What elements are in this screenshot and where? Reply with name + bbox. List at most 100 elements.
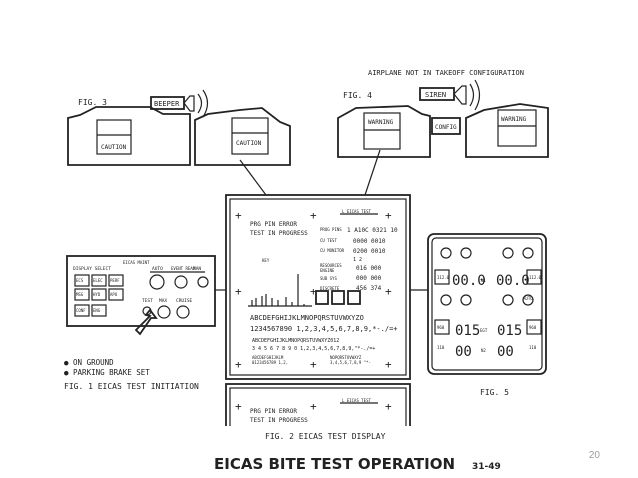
test-in-progress: TEST IN PROGRESS [250,230,308,237]
man-knob[interactable] [197,276,209,288]
n1-right-readout: 00.0 [496,273,530,289]
svg-text:TEST IN PROGRESS: TEST IN PROGRESS [250,417,308,424]
event-record-label: EVENT READ [171,266,196,271]
svg-text:HYD: HYD [93,292,101,297]
egt-right-readout: 015 [497,323,522,339]
svg-text:CU MONITOR: CU MONITOR [320,248,345,253]
auto-knob[interactable] [149,274,165,290]
eng-button[interactable] [74,274,90,287]
svg-text:110: 110 [529,345,537,350]
fig4-panel-left [337,105,431,158]
svg-text:+: + [310,358,317,371]
stat-button[interactable] [91,274,107,287]
n2-right-readout: 00 [497,344,514,360]
hyd-button[interactable] [74,288,90,301]
fig5-engine-display [427,233,547,375]
leader-line-fig4 [364,149,381,196]
n2-left-readout: 00 [455,344,472,360]
page-code: 31-49 [472,462,501,472]
auto-label: AUTO [152,266,163,272]
fig4-label: FIG. 4 [343,91,372,100]
svg-text:RESOURCES: RESOURCES [320,263,342,268]
elec-button[interactable] [108,274,124,287]
max-label: MAX [159,298,167,304]
max-knob[interactable] [157,305,171,319]
fig4-warning-light-right [497,109,537,147]
svg-text:1 2: 1 2 [353,257,362,263]
svg-text:960: 960 [529,325,537,330]
fig3-panel-left [67,106,191,166]
fig3-caution-light-right [231,117,269,155]
svg-text:KEY: KEY [262,258,270,263]
svg-text:PERF: PERF [110,278,120,283]
perf-button[interactable] [108,288,124,301]
svg-text:PRG PIN ERROR: PRG PIN ERROR [250,408,297,415]
beeper-label: BEEPER [154,100,180,108]
svg-text:960: 960 [437,325,445,330]
cancel-recall-button[interactable] [91,304,107,317]
fig4-title: AIRPLANE NOT IN TAKEOFF CONFIGURATION [368,69,524,77]
main-title: EICAS BITE TEST OPERATION [214,455,455,473]
display-select-buttons [74,274,124,317]
numeric-line: 1234567890 1,2,3,4,5,6,7,8,9,*-./=+ [250,325,398,333]
svg-text:L EICAS TEST: L EICAS TEST [342,209,371,214]
svg-text:APU: APU [110,292,118,297]
svg-text:3 4 5 6 7 8 9 0 1,2,3,4,5,6,7,: 3 4 5 6 7 8 9 0 1,2,3,4,5,6,7,8,9,"*-./=… [252,346,375,352]
svg-text:+: + [235,209,242,222]
svg-text:DISCRETE: DISCRETE [320,286,340,291]
svg-text:CONF: CONF [76,308,86,313]
condition-ground: ● ON GROUND [64,358,114,367]
svg-text:SUB SYS: SUB SYS [320,276,337,281]
comp-button[interactable] [74,304,90,317]
svg-text:112.0: 112.0 [437,275,450,280]
svg-text:000 000: 000 000 [356,275,382,282]
fig3-caution-right-text: CAUTION [236,140,262,147]
svg-text:PROG PINS: PROG PINS [320,227,342,232]
fig3-caution-light-left [96,119,132,155]
leader-line-fig3 [239,159,267,196]
svg-text:N1: N1 [481,278,486,283]
alignment-crosses: +++ +++ +++ [235,209,392,371]
fig4-warning-right-text: WARNING [501,116,527,123]
siren-label: SIREN [425,91,446,99]
svg-text:456 374: 456 374 [356,285,382,292]
auto-indicator: AUTO [523,296,533,301]
test-bar-pattern [248,274,312,307]
svg-text:+: + [235,400,242,413]
fig3-panel-right [194,107,291,166]
fig4-warning-left-text: WARNING [368,119,394,126]
svg-text:ENG: ENG [93,308,101,313]
svg-text:016 000: 016 000 [356,265,382,272]
svg-text:+: + [235,285,242,298]
config-label: CONFIG [435,124,457,131]
svg-text:+: + [385,400,392,413]
test-label: TEST [142,298,153,304]
fig5-round-indicators [440,247,534,306]
svg-text:NOPQRSTUVWXYZ: NOPQRSTUVWXYZ [330,355,362,360]
test-square-2 [331,290,345,305]
event-record-knob[interactable] [174,275,188,289]
svg-text:+: + [310,285,317,298]
svg-text:ABCDEFGHIJKLMNOPQRSTUVWXYZ012: ABCDEFGHIJKLMNOPQRSTUVWXYZ012 [252,338,339,344]
svg-text:1 A10C 0321 10: 1 A10C 0321 10 [347,227,398,234]
svg-text:CU TEST: CU TEST [320,238,337,243]
beeper-sound-icon [197,89,209,118]
panel-title: EICAS MAINT [123,260,150,265]
cruise-label: CRUISE [176,298,193,304]
prog-pin-error: PRG PIN ERROR [250,221,297,228]
beeper-speaker-icon [183,95,195,112]
svg-text:110: 110 [437,345,445,350]
cruise-knob[interactable] [176,305,190,319]
svg-text:0123456789 1,2,: 0123456789 1,2, [252,360,288,365]
svg-text:+: + [385,209,392,222]
svg-text:ABCDEFGHIJKLM: ABCDEFGHIJKLM [252,355,284,360]
svg-text:ELEC: ELEC [93,278,103,283]
fig1-caption: FIG. 1 EICAS TEST INITIATION [64,382,199,391]
condition-brake: ● PARKING BRAKE SET [64,368,150,377]
apu-button[interactable] [91,288,107,301]
svg-text:EGT: EGT [480,328,488,333]
svg-text:N2: N2 [481,348,486,353]
svg-text:MSG: MSG [76,292,84,297]
